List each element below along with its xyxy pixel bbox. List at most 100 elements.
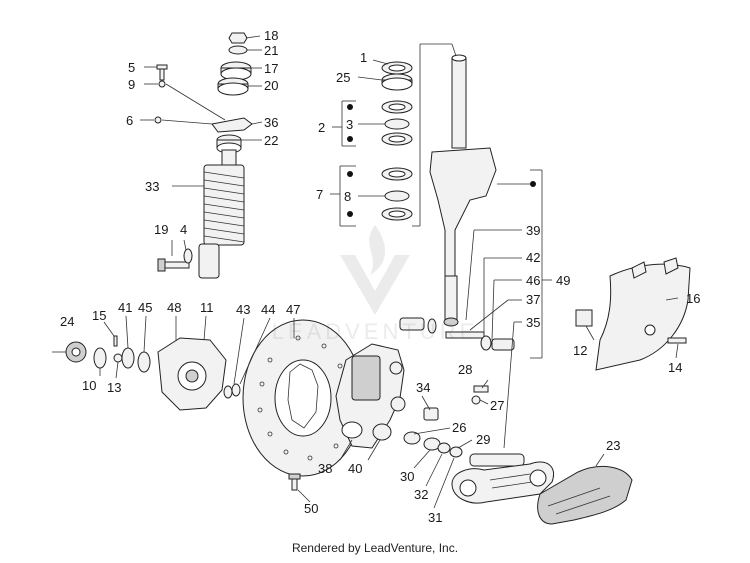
part-41-bearing[interactable]: [121, 347, 135, 369]
hub-assembly: [65, 335, 241, 411]
leader-lines: [52, 35, 679, 509]
part-21-washer[interactable]: [228, 45, 248, 55]
part-10-ring[interactable]: [93, 347, 107, 369]
part-14-screw[interactable]: [667, 337, 687, 344]
label-part-24: 24: [60, 314, 74, 329]
label-part-45: 45: [138, 300, 152, 315]
part-16-cover[interactable]: [595, 263, 691, 371]
cover-parts: [575, 257, 691, 371]
part-40-seal[interactable]: [372, 423, 392, 441]
part-fork-body[interactable]: [429, 147, 497, 281]
label-part-36: 36: [264, 115, 278, 130]
part-34-spacer[interactable]: [423, 407, 439, 421]
steering-bearings: [347, 61, 536, 221]
label-part-20: 20: [264, 78, 278, 93]
part-33-shock-spring[interactable]: [203, 164, 245, 246]
bullet-marker: [530, 181, 536, 187]
label-part-7: 7: [316, 187, 323, 202]
part-13-spacer[interactable]: [113, 353, 123, 363]
label-part-49: 49: [556, 273, 570, 288]
part-32-washer[interactable]: [437, 442, 451, 454]
part-45-seal[interactable]: [137, 351, 151, 373]
label-part-31: 31: [428, 510, 442, 525]
part-steering-tube[interactable]: [451, 57, 467, 149]
label-part-15: 15: [92, 308, 106, 323]
bullet-marker: [347, 136, 353, 142]
label-part-37: 37: [526, 292, 540, 307]
part-5-screw[interactable]: [159, 67, 165, 81]
part-18-nut[interactable]: [228, 32, 248, 44]
label-part-41: 41: [118, 300, 132, 315]
label-part-33: 33: [145, 179, 159, 194]
part-3-ring[interactable]: [384, 118, 410, 130]
label-part-48: 48: [167, 300, 181, 315]
label-part-38: 38: [318, 461, 332, 476]
bullet-marker: [347, 171, 353, 177]
label-part-14: 14: [668, 360, 682, 375]
label-part-28: 28: [458, 362, 472, 377]
part-12-clip[interactable]: [575, 309, 593, 327]
part-19-bolt[interactable]: [162, 261, 190, 269]
label-part-12: 12: [573, 343, 587, 358]
part-6-nut[interactable]: [154, 116, 162, 124]
part-bushing-left[interactable]: [399, 317, 425, 331]
label-part-26: 26: [452, 420, 466, 435]
label-part-50: 50: [304, 501, 318, 516]
part-46-bushing[interactable]: [491, 338, 515, 351]
label-part-29: 29: [476, 432, 490, 447]
pivot-axle-parts: [399, 317, 515, 351]
part-47-brake-disc[interactable]: [242, 319, 364, 477]
label-part-8: 8: [344, 189, 351, 204]
label-part-44: 44: [261, 302, 275, 317]
part-36-bracket[interactable]: [211, 117, 253, 133]
part-27-washer[interactable]: [471, 395, 481, 405]
label-part-35: 35: [526, 315, 540, 330]
part-26-washer[interactable]: [403, 431, 421, 445]
part-swing-link[interactable]: [451, 453, 554, 504]
part-15-pin[interactable]: [113, 335, 118, 347]
label-part-16: 16: [686, 291, 700, 306]
label-part-22: 22: [264, 133, 278, 148]
label-part-5: 5: [128, 60, 135, 75]
bullet-marker: [347, 104, 353, 110]
label-part-27: 27: [490, 398, 504, 413]
label-part-19: 19: [154, 222, 168, 237]
shock-absorber-assembly: [154, 32, 253, 279]
steering-tube-fork: [429, 54, 497, 327]
part-50-bolt[interactable]: [288, 473, 301, 491]
label-part-18: 18: [264, 28, 278, 43]
label-part-32: 32: [414, 487, 428, 502]
part-43-washer[interactable]: [223, 385, 233, 399]
label-part-10: 10: [82, 378, 96, 393]
part-42-washer[interactable]: [480, 335, 492, 351]
part-23-cover[interactable]: [537, 466, 633, 525]
label-part-39: 39: [526, 223, 540, 238]
label-part-47: 47: [286, 302, 300, 317]
part-number-labels: 18 21 5 17 9 20 6 36 22 33 19 4 1 25 2 3…: [60, 28, 700, 525]
label-part-21: 21: [264, 43, 278, 58]
part-28-screw[interactable]: [473, 385, 489, 393]
part-8-ring[interactable]: [384, 190, 410, 202]
label-part-30: 30: [400, 469, 414, 484]
label-part-25: 25: [336, 70, 350, 85]
label-part-1: 1: [360, 50, 367, 65]
label-part-3: 3: [346, 117, 353, 132]
part-31-washer[interactable]: [449, 446, 463, 458]
label-part-46: 46: [526, 273, 540, 288]
part-39-pin[interactable]: [445, 331, 485, 339]
label-part-43: 43: [236, 302, 250, 317]
part-44-washer[interactable]: [231, 383, 241, 397]
label-part-34: 34: [416, 380, 430, 395]
part-4-washer[interactable]: [183, 248, 193, 264]
label-part-4: 4: [180, 222, 187, 237]
label-part-11: 11: [200, 300, 214, 315]
part-9-washer[interactable]: [158, 80, 166, 88]
label-part-23: 23: [606, 438, 620, 453]
label-part-9: 9: [128, 77, 135, 92]
label-part-40: 40: [348, 461, 362, 476]
part-33-shock-lower: [198, 243, 220, 279]
part-38-arm[interactable]: [335, 343, 406, 449]
label-part-42: 42: [526, 250, 540, 265]
